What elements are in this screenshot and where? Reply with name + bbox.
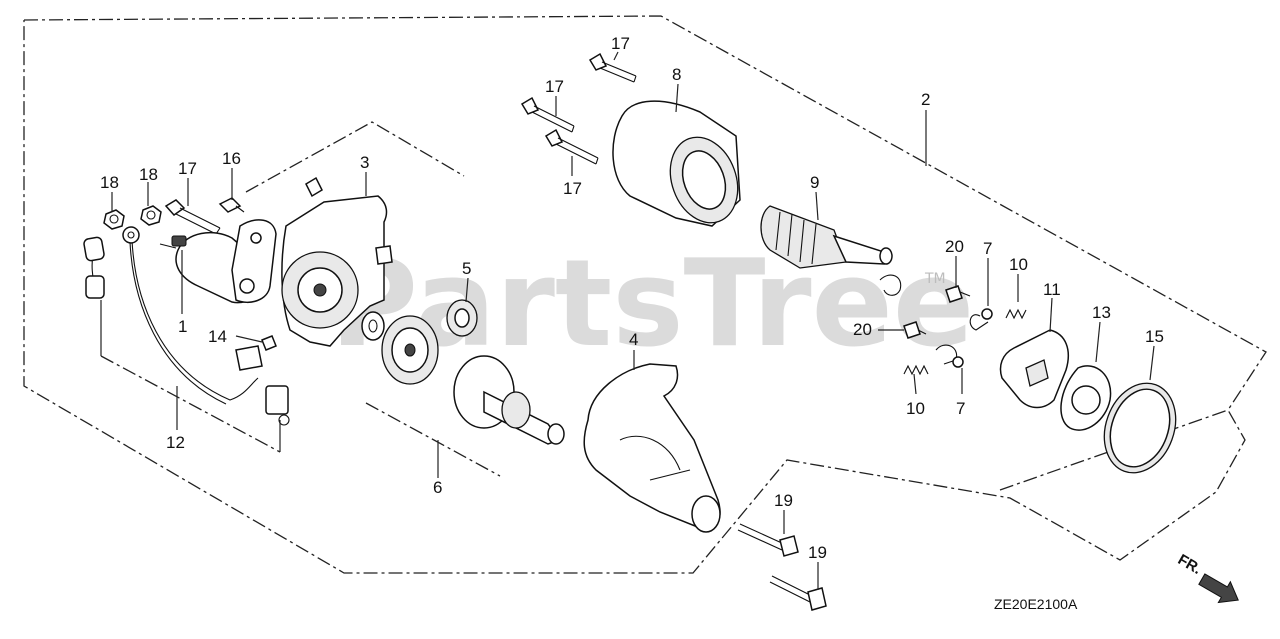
motor-yoke — [612, 100, 741, 227]
watermark-trademark: TM — [924, 271, 946, 287]
drawing-code: ZE20E2100A — [994, 596, 1078, 612]
callout-15: 15 — [1145, 327, 1164, 346]
callout-5: 5 — [462, 259, 471, 278]
callout-3: 3 — [360, 153, 369, 172]
brush-holder-clip-b — [935, 344, 964, 368]
callout-2: 2 — [921, 90, 930, 109]
callout-18a: 18 — [100, 173, 119, 192]
callout-19b: 19 — [808, 543, 827, 562]
callout-1: 1 — [178, 317, 187, 336]
bolt-17-left — [164, 199, 221, 235]
reduction-gear-small — [446, 299, 478, 337]
hex-nut-18b — [140, 205, 162, 226]
front-arrow-icon — [1198, 573, 1239, 604]
callout-14: 14 — [208, 327, 227, 346]
callout-17d: 17 — [563, 179, 582, 198]
bolt-14 — [261, 335, 277, 351]
gear-group-outline — [365, 402, 501, 477]
callout-20a: 20 — [945, 237, 964, 256]
hex-nut-18a — [103, 209, 125, 230]
through-bolt-19b — [769, 575, 827, 611]
callout-18b: 18 — [139, 165, 158, 184]
end-housing — [281, 176, 393, 347]
reduction-gear-large — [381, 315, 439, 385]
callout-12: 12 — [166, 433, 185, 452]
solenoid-group-outline — [100, 355, 281, 453]
callout-17b: 17 — [611, 34, 630, 53]
armature — [760, 205, 902, 296]
callout-10a: 10 — [1009, 255, 1028, 274]
brush-spring-b — [903, 364, 929, 376]
callout-10b: 10 — [906, 399, 925, 418]
o-ring — [1103, 382, 1177, 474]
bolt-16 — [218, 197, 245, 213]
callout-19a: 19 — [774, 491, 793, 510]
callout-20b: 20 — [853, 320, 872, 339]
front-direction-label: FR. — [1175, 551, 1204, 578]
screw-20a — [945, 285, 971, 303]
bolt-17-top-b — [520, 96, 575, 133]
battery-cable — [83, 226, 290, 426]
solenoid — [159, 219, 277, 304]
through-bolt-19a — [737, 523, 799, 557]
callout-17c: 17 — [545, 77, 564, 96]
callout-17a: 17 — [178, 159, 197, 178]
brush-spring-a — [1005, 308, 1027, 320]
front-direction-marker: FR. — [1175, 551, 1239, 604]
bolt-17-top-a — [588, 52, 637, 83]
callout-8: 8 — [672, 65, 681, 84]
callout-4: 4 — [629, 330, 638, 349]
callout-9: 9 — [810, 173, 819, 192]
brush-holder — [999, 329, 1070, 409]
callout-7b: 7 — [956, 399, 965, 418]
brush-holder-clip-a — [969, 308, 993, 331]
callout-11: 11 — [1043, 280, 1061, 299]
pinion-shaft — [453, 355, 565, 445]
assembly-outline — [23, 15, 1267, 574]
insulator-plate — [1060, 365, 1112, 431]
bolt-17-top-c — [544, 128, 599, 165]
callout-labels: 1 2 3 4 5 6 7 7 8 9 10 10 11 12 13 14 15… — [100, 34, 1164, 562]
drive-housing — [583, 363, 721, 533]
callout-6: 6 — [433, 478, 442, 497]
end-cover-group-outline — [245, 121, 465, 193]
screw-20b — [903, 321, 927, 339]
thrust-washer — [361, 311, 385, 341]
callout-13: 13 — [1092, 303, 1111, 322]
leader-lines — [100, 51, 1155, 590]
callout-16: 16 — [222, 149, 241, 168]
callout-7a: 7 — [983, 239, 992, 258]
